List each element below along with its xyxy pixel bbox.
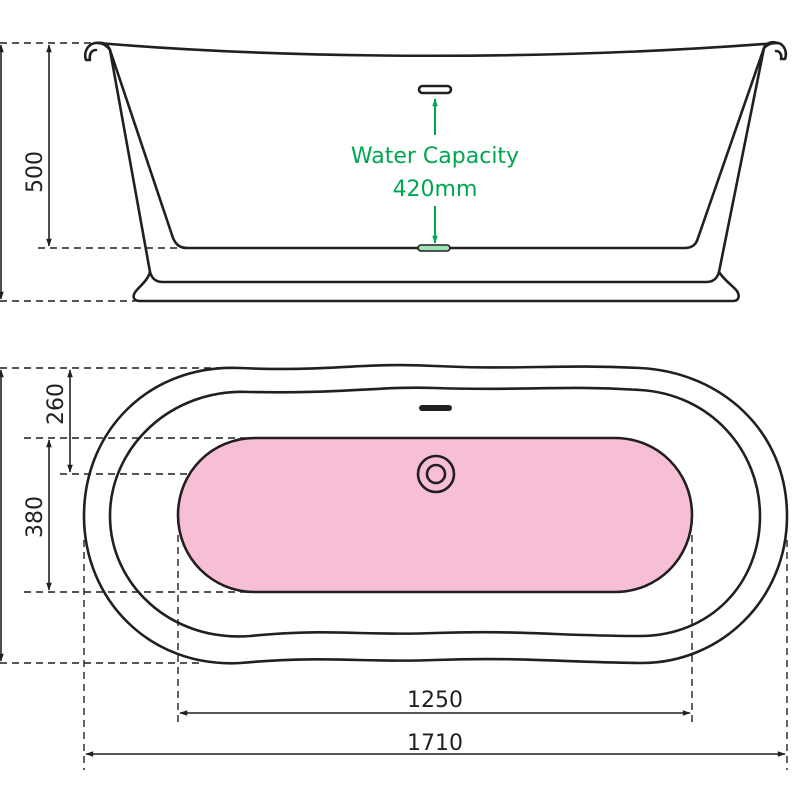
waste-offset-label: 260 xyxy=(44,383,69,425)
bath-inner-rim-plan xyxy=(108,386,762,638)
overflow-icon xyxy=(417,84,453,95)
waste-outer-ring-icon xyxy=(416,454,456,494)
bath-plinth xyxy=(132,270,740,303)
bath-top-rim xyxy=(96,41,779,58)
overflow-slot-icon xyxy=(419,405,452,411)
plan-view: 260 380 1250 1710 xyxy=(0,363,789,770)
waste-inner-ring-icon xyxy=(425,463,447,485)
left-rolled-rim xyxy=(83,41,112,62)
inner-width-label: 380 xyxy=(23,496,48,538)
inner-length-label: 1250 xyxy=(407,688,463,713)
water-capacity-label: Water Capacity xyxy=(351,144,519,169)
bath-outer-rim-plan xyxy=(82,363,789,665)
water-capacity-value: 420mm xyxy=(393,177,478,202)
right-rolled-rim xyxy=(762,41,788,61)
side-view: 500 Water Capacity 420mm xyxy=(0,40,788,303)
water-area xyxy=(176,436,694,594)
inner-depth-label: 500 xyxy=(23,151,48,193)
waste-icon xyxy=(417,244,451,252)
overall-length-label: 1710 xyxy=(407,731,463,756)
